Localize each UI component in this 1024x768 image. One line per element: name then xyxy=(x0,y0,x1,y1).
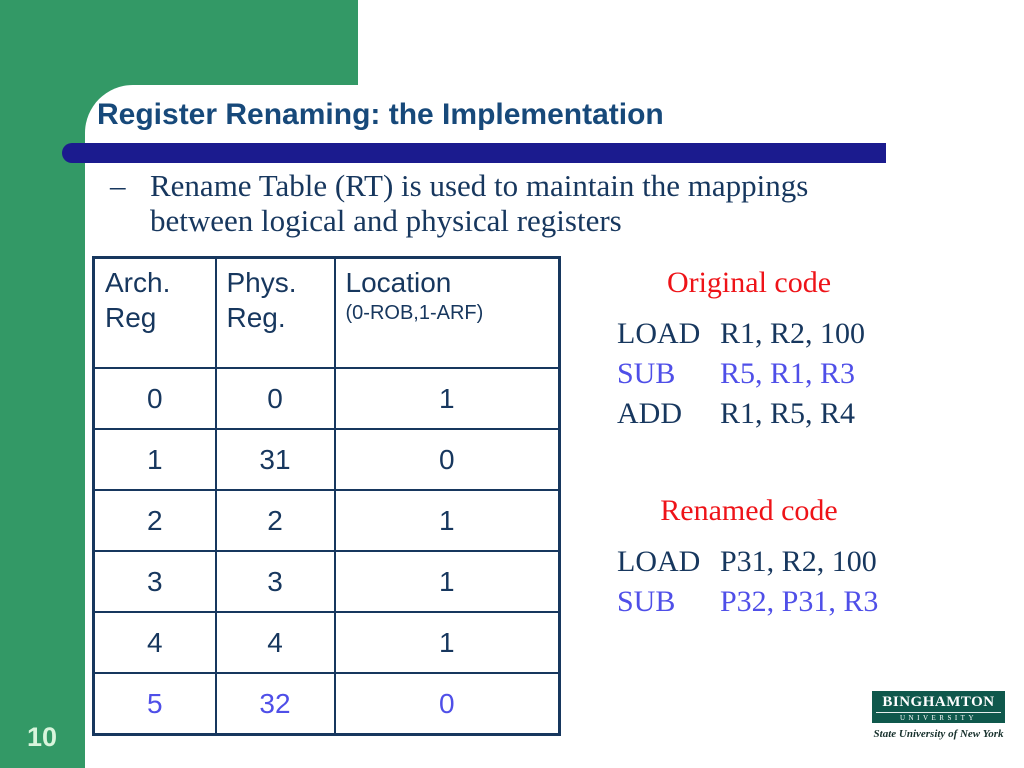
opcode: LOAD xyxy=(617,317,701,350)
table-row: 1 31 0 xyxy=(92,428,561,491)
logo-box: BINGHAMTON UNIVERSITY xyxy=(872,691,1005,723)
table-header-row: Arch. Reg Phys. Reg. Location (0-ROB,1-A… xyxy=(92,256,561,369)
table-cell: 2 xyxy=(214,489,336,552)
title-underline-bar xyxy=(62,143,886,163)
table-cell: 4 xyxy=(92,611,217,674)
bullet-item: – Rename Table (RT) is used to maintain … xyxy=(110,168,900,238)
code-line-highlighted: SUB R5, R1, R3 xyxy=(617,354,865,394)
operands: R1, R5, R4 xyxy=(720,397,856,430)
bullet-dash-marker: – xyxy=(110,168,126,203)
slide-page-number: 10 xyxy=(26,722,58,752)
table-cell: 4 xyxy=(214,611,336,674)
opcode: LOAD xyxy=(617,545,701,578)
slide-title: Register Renaming: the Implementation xyxy=(97,98,664,131)
operands: P31, R2, 100 xyxy=(720,545,877,578)
table-row: 2 2 1 xyxy=(92,489,561,552)
operands: R1, R2, 100 xyxy=(720,317,866,350)
code-line: LOAD R1, R2, 100 xyxy=(617,314,865,354)
table-row: 4 4 1 xyxy=(92,611,561,674)
table-cell: 1 xyxy=(92,428,217,491)
header-phys-reg: Phys. Reg. xyxy=(214,256,336,369)
code-line: ADD R1, R5, R4 xyxy=(617,394,865,434)
header-arch-reg: Arch. Reg xyxy=(92,256,217,369)
opcode: ADD xyxy=(617,397,682,430)
table-cell: 32 xyxy=(214,672,336,736)
table-cell: 0 xyxy=(214,367,336,430)
table-cell: 1 xyxy=(333,367,561,430)
table-row-highlighted: 5 32 0 xyxy=(92,672,561,736)
table-row: 0 0 1 xyxy=(92,367,561,430)
original-code-block: LOAD R1, R2, 100 SUB R5, R1, R3 ADD R1, … xyxy=(617,314,865,434)
logo-subname-text: UNIVERSITY xyxy=(876,712,1001,723)
code-line-highlighted: SUB P32, P31, R3 xyxy=(617,582,878,622)
logo-name-text: BINGHAMTON xyxy=(882,694,995,710)
operands: P32, P31, R3 xyxy=(720,585,879,618)
table-cell: 1 xyxy=(333,550,561,613)
code-line: LOAD P31, R2, 100 xyxy=(617,542,878,582)
table-cell: 2 xyxy=(92,489,217,552)
table-cell: 0 xyxy=(92,367,217,430)
operands: R5, R1, R3 xyxy=(720,357,856,390)
table-cell: 0 xyxy=(333,672,561,736)
logo-tagline-text: State University of New York xyxy=(873,728,1004,740)
rename-table: Arch. Reg Phys. Reg. Location (0-ROB,1-A… xyxy=(92,256,561,736)
table-cell: 3 xyxy=(92,550,217,613)
table-cell: 5 xyxy=(92,672,217,736)
header-location: Location (0-ROB,1-ARF) xyxy=(333,256,561,369)
table-cell: 1 xyxy=(333,489,561,552)
table-cell: 3 xyxy=(214,550,336,613)
renamed-code-block: LOAD P31, R2, 100 SUB P32, P31, R3 xyxy=(617,542,878,622)
table-cell: 0 xyxy=(333,428,561,491)
bullet-text: Rename Table (RT) is used to maintain th… xyxy=(150,168,809,238)
renamed-code-heading: Renamed code xyxy=(660,494,838,527)
table-cell: 1 xyxy=(333,611,561,674)
binghamton-university-logo: BINGHAMTON UNIVERSITY State University o… xyxy=(872,691,1005,740)
opcode: SUB xyxy=(617,357,676,390)
table-cell: 31 xyxy=(214,428,336,491)
header-location-legend: (0-ROB,1-ARF) xyxy=(345,302,484,324)
left-green-sidebar xyxy=(0,0,85,768)
original-code-heading: Original code xyxy=(666,266,832,299)
table-row: 3 3 1 xyxy=(92,550,561,613)
opcode: SUB xyxy=(617,585,676,618)
